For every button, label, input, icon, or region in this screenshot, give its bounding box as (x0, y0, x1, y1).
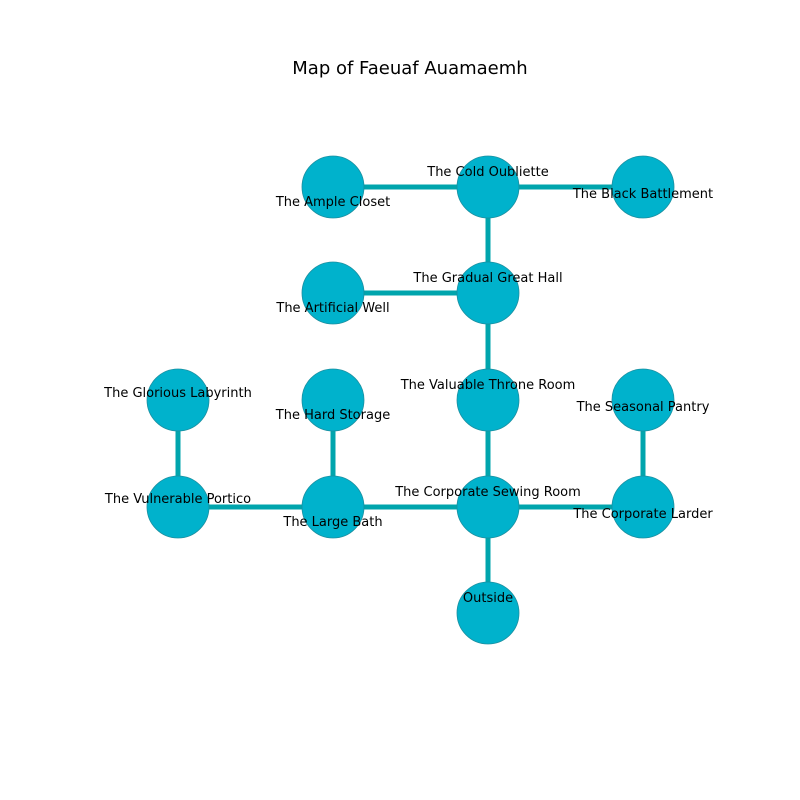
room-label-glorious-labyrinth: The Glorious Labyrinth (103, 386, 252, 401)
room-node-hard-storage (301, 368, 365, 432)
room-node-corporate-larder (611, 475, 675, 539)
room-node-black-battlement (611, 155, 675, 219)
room-label-black-battlement: The Black Battlement (572, 187, 713, 202)
room-node-outside (456, 581, 520, 645)
room-node-ample-closet (301, 155, 365, 219)
room-label-ample-closet: The Ample Closet (275, 195, 390, 210)
room-node-valuable-throne-room (456, 368, 520, 432)
room-node-corporate-sewing-room (456, 475, 520, 539)
room-label-outside: Outside (463, 591, 513, 606)
room-label-cold-oubliette: The Cold Oubliette (426, 165, 548, 180)
room-node-vulnerable-portico (146, 475, 210, 539)
room-node-glorious-labyrinth (146, 368, 210, 432)
room-label-corporate-larder: The Corporate Larder (572, 507, 713, 522)
room-node-gradual-great-hall (456, 261, 520, 325)
room-label-hard-storage: The Hard Storage (275, 408, 390, 423)
room-label-artificial-well: The Artificial Well (275, 301, 389, 316)
room-node-seasonal-pantry (611, 368, 675, 432)
room-label-gradual-great-hall: The Gradual Great Hall (412, 271, 562, 286)
room-label-large-bath: The Large Bath (282, 515, 382, 530)
rooms-layer (146, 155, 675, 645)
room-node-artificial-well (301, 261, 365, 325)
room-node-cold-oubliette (456, 155, 520, 219)
room-label-seasonal-pantry: The Seasonal Pantry (576, 400, 710, 415)
map-title: Map of Faeuaf Auamaemh (292, 58, 527, 79)
room-label-vulnerable-portico: The Vulnerable Portico (104, 492, 251, 507)
room-label-corporate-sewing-room: The Corporate Sewing Room (394, 485, 581, 500)
room-node-large-bath (301, 475, 365, 539)
room-label-valuable-throne-room: The Valuable Throne Room (400, 378, 576, 393)
